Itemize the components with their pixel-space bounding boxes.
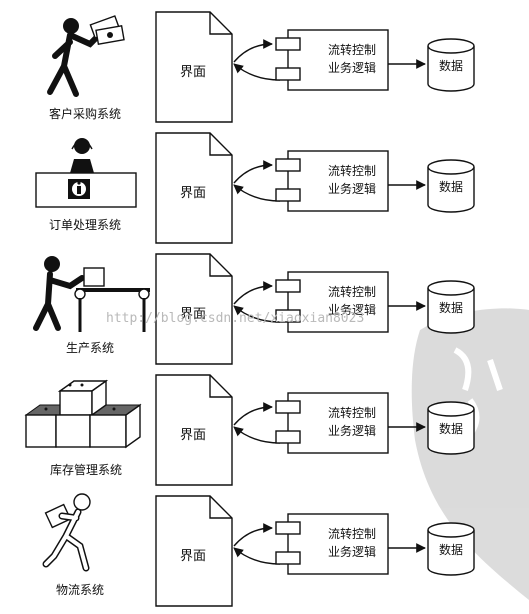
logic-component-icon [275,392,389,454]
url-watermark: http://blog.csdn.net/xiaoxian8023 [106,311,364,326]
database-cylinder-icon [427,522,475,576]
system-label: 物流系统 [56,583,104,597]
request-arrow [233,523,273,547]
carrier-person-icon [42,493,91,572]
interface-document-icon [155,132,233,244]
data-label: 数据 [439,542,463,557]
request-arrow [233,402,273,426]
system-label: 生产系统 [66,341,114,355]
logic-label-line2: 业务逻辑 [328,544,376,559]
buyer-with-money-icon [47,15,125,97]
response-arrow [233,63,281,81]
conveyor-worker-icon [33,256,150,332]
request-arrow [233,281,273,305]
logic-label-line2: 业务逻辑 [328,60,376,75]
logic-label-line1: 流转控制 [328,163,376,178]
database-cylinder-icon [427,159,475,213]
response-arrow [233,426,281,444]
data-label: 数据 [439,58,463,73]
interface-document-icon [155,11,233,123]
database-cylinder-icon [427,401,475,455]
row-customer-purchase: 客户采购系统 界面 流转控制 业务逻辑 数据 [47,11,475,123]
system-label: 订单处理系统 [49,218,121,232]
data-label: 数据 [439,179,463,194]
interface-label: 界面 [180,186,206,201]
interface-label: 界面 [180,307,206,322]
interface-label: 界面 [180,65,206,80]
logic-component-icon [275,513,389,575]
row-production: 生产系统 界面 流转控制 业务逻辑 数据 [33,253,475,365]
system-label: 客户采购系统 [49,106,121,121]
interface-document-icon [155,253,233,365]
row-logistics: 物流系统 界面 流转控制 业务逻辑 数据 [42,493,475,607]
logic-label-line2: 业务逻辑 [328,302,376,317]
system-label: 库存管理系统 [50,462,122,477]
request-arrow [233,160,273,184]
interface-label: 界面 [180,549,206,564]
data-label: 数据 [439,421,463,436]
logic-label-line1: 流转控制 [328,284,376,299]
database-cylinder-icon [427,280,475,334]
logic-component-icon [275,29,389,91]
interface-label: 界面 [180,428,206,443]
interface-document-icon [155,495,233,607]
logic-component-icon [275,271,389,333]
row-inventory-management: 库存管理系统 界面 流转控制 业务逻辑 数据 [24,374,475,486]
row-order-processing: 订单处理系统 界面 流转控制 业务逻辑 数据 [35,132,475,244]
response-arrow [233,184,281,202]
data-label: 数据 [439,300,463,315]
logic-label-line1: 流转控制 [328,526,376,541]
request-arrow [233,39,273,63]
database-cylinder-icon [427,38,475,92]
logic-label-line2: 业务逻辑 [328,423,376,438]
stacked-boxes-icon [24,379,142,449]
order-desk-operator-icon [35,138,137,208]
logic-label-line1: 流转控制 [328,405,376,420]
logic-label-line2: 业务逻辑 [328,181,376,196]
response-arrow [233,547,281,565]
interface-document-icon [155,374,233,486]
logic-label-line1: 流转控制 [328,42,376,57]
logic-component-icon [275,150,389,212]
